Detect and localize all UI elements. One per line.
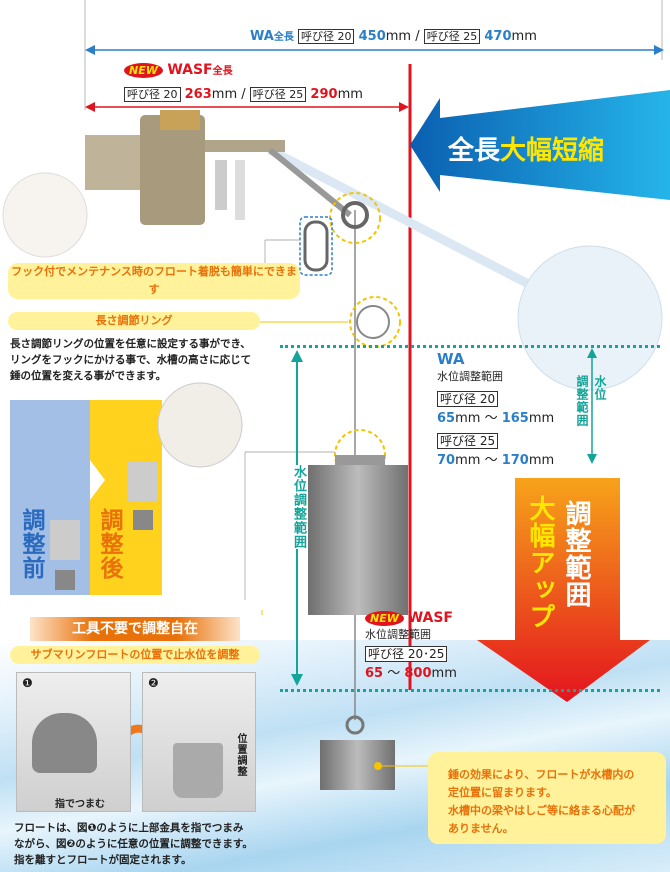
size-box: 呼び径 25 <box>249 87 307 102</box>
line: ありません。 <box>448 822 514 835</box>
model: WA <box>437 350 465 368</box>
size-box: 呼び径 25 <box>437 433 499 449</box>
min: 70 <box>437 453 456 468</box>
range-vertical-label: 水位調整範囲 <box>289 465 308 549</box>
wa-total-length: WA全長 呼び径 20 450mm / 呼び径 25 470mm <box>250 28 537 44</box>
model: WASF <box>407 610 453 626</box>
line: 定位置に留まります。 <box>448 786 557 799</box>
sep: / <box>415 29 420 44</box>
length: 450 <box>358 29 386 44</box>
max: 170 <box>501 453 529 468</box>
unit: mm <box>385 29 412 44</box>
unit: mm <box>511 29 537 44</box>
length: 470 <box>484 29 512 44</box>
range-up-white: 調整範囲 <box>561 500 591 608</box>
label: 全長 <box>273 32 294 43</box>
right-range-label-b: 調整範囲 <box>575 375 589 427</box>
line: 水槽中の梁やはしご等に絡まる心配が <box>448 804 635 817</box>
unit: mm <box>528 453 555 468</box>
size-box: 呼び径 20 <box>124 87 181 102</box>
wasf-total-length: NEW WASF全長 <box>124 62 233 78</box>
wa-range: WA 水位調整範囲 呼び径 20 65mm ～ 165mm 呼び径 25 70m… <box>437 350 554 468</box>
banner-white: 全長 <box>448 136 501 166</box>
before-label: 調整前 <box>18 508 44 580</box>
range-bottom-line <box>280 689 660 692</box>
unit: mm <box>431 666 457 681</box>
tool-description: フロートは、図❶のように上部金具を指でつまみ ながら、図❷のように任意の位置に調… <box>14 820 253 868</box>
line: リングをフックにかける事で、水槽の高さに応じて <box>10 354 252 366</box>
model: WA <box>250 29 274 44</box>
pinch-label: 指でつまむ <box>55 799 105 810</box>
position-label: 位置調整 <box>235 733 246 777</box>
tilde: ～ <box>484 453 498 468</box>
line: 錘の効果により、フロートが水槽内の <box>448 768 635 781</box>
right-range-label-a: 水位 <box>593 375 607 401</box>
max: 165 <box>501 411 529 426</box>
step2-photo: ❷ 位置調整 <box>142 672 256 812</box>
tool-subtitle: サブマリンフロートの位置で止水位を調整 <box>10 646 260 664</box>
new-badge: NEW <box>365 611 404 626</box>
label: 水位調整範囲 <box>365 628 431 641</box>
weight-note: 錘の効果により、フロートが水槽内の 定位置に留まります。 水槽中の梁やはしご等に… <box>428 752 666 844</box>
sep: / <box>241 87 246 102</box>
ring-title: 長さ調節リング <box>8 312 260 330</box>
length-reduction-banner: 全長大幅短縮 <box>448 130 604 167</box>
max: 800 <box>404 666 432 681</box>
unit: mm <box>211 87 238 102</box>
after-label: 調整後 <box>96 508 122 580</box>
step-number: ❷ <box>148 676 159 690</box>
unit: mm <box>455 453 481 468</box>
unit: mm <box>337 87 363 102</box>
size-box: 呼び径 20･25 <box>365 646 448 662</box>
float-image <box>32 713 97 773</box>
line: 錘の位置を変える事ができます。 <box>10 370 167 382</box>
min: 65 <box>437 411 456 426</box>
ring-description: 長さ調節リングの位置を任意に設定する事ができ、 リングをフックにかける事で、水槽… <box>10 336 290 384</box>
tilde: ～ <box>484 411 498 426</box>
new-badge: NEW <box>124 63 163 78</box>
hook-caption: フック付でメンテナンス時のフロート着脱も簡単にできます <box>8 263 300 299</box>
banner-yellow: 大幅短縮 <box>500 136 605 166</box>
line: 指を離すとフロートが固定されます。 <box>14 854 192 866</box>
wasf-range: NEW WASF 水位調整範囲 呼び径 20･25 65 ～ 800mm <box>365 610 457 681</box>
wasf-total-sizes: 呼び径 20 263mm / 呼び径 25 290mm <box>124 86 363 102</box>
line: ながら、図❷のように任意の位置に調整できます。 <box>14 838 253 850</box>
size-box: 呼び径 20 <box>297 29 355 44</box>
size-box: 呼び径 25 <box>423 29 481 44</box>
length: 290 <box>310 87 338 102</box>
unit: mm <box>528 411 555 426</box>
unit: mm <box>455 411 481 426</box>
range-up-yellow: 大幅アップ <box>525 495 555 630</box>
length: 263 <box>184 87 212 102</box>
min: 65 <box>365 666 384 681</box>
step1-photo: ❶ 指でつまむ <box>16 672 131 812</box>
tool-title: 工具不要で調整自在 <box>30 617 240 641</box>
tilde: ～ <box>387 666 401 681</box>
label: 全長 <box>212 66 233 77</box>
model: WASF <box>167 62 213 78</box>
size-box: 呼び径 20 <box>437 391 499 407</box>
range-top-line <box>280 345 660 348</box>
step-number: ❶ <box>22 676 33 690</box>
line: フロートは、図❶のように上部金具を指でつまみ <box>14 822 244 834</box>
line: 長さ調節リングの位置を任意に設定する事ができ、 <box>10 338 251 350</box>
label: 水位調整範囲 <box>437 370 503 383</box>
float-image <box>173 743 223 798</box>
